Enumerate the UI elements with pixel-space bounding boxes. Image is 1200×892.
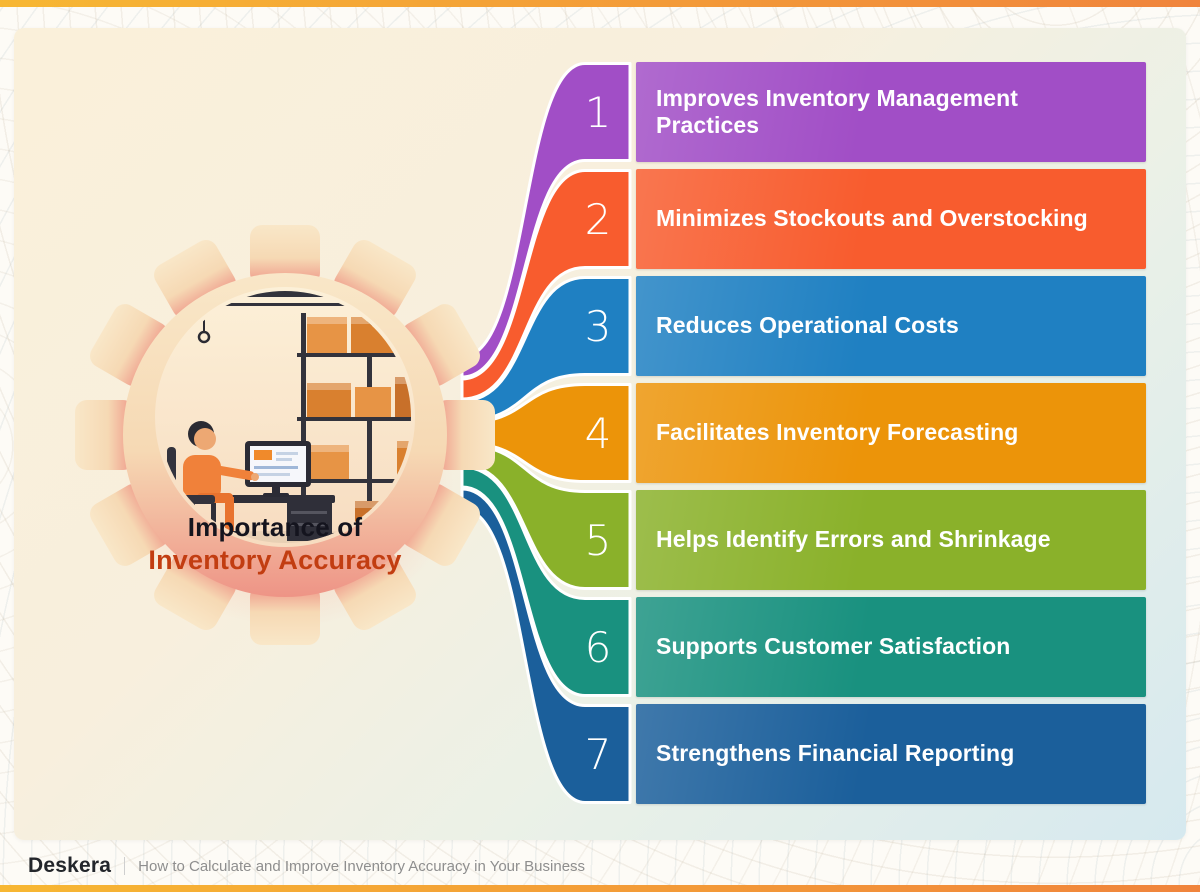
list-item-number: 6	[584, 622, 612, 672]
desk-icon	[205, 495, 335, 541]
list-item: Improves Inventory Management Practices	[636, 62, 1146, 162]
list-item-number: 4	[584, 408, 612, 458]
list-item-number: 7	[584, 729, 612, 779]
list-item: Helps Identify Errors and Shrinkage	[636, 490, 1146, 590]
connector-ribbon	[460, 383, 632, 483]
list-item-number: 1	[584, 87, 612, 137]
list-item-number: 5	[584, 515, 612, 565]
list-item-number: 2	[584, 194, 612, 244]
list-item-label: Helps Identify Errors and Shrinkage	[656, 526, 1051, 553]
bottom-accent-strip	[0, 885, 1200, 892]
list-item-label: Supports Customer Satisfaction	[656, 633, 1011, 660]
footer-divider	[124, 857, 126, 875]
connector-ribbon	[460, 465, 632, 697]
connector-ribbon	[460, 276, 632, 423]
brand-logo: Deskera	[28, 854, 112, 877]
list-item: Facilitates Inventory Forecasting	[636, 383, 1146, 483]
list-item: Minimizes Stockouts and Overstocking	[636, 169, 1146, 269]
gear-icon	[75, 225, 495, 645]
list-item-label: Facilitates Inventory Forecasting	[656, 419, 1019, 446]
list-item-label: Reduces Operational Costs	[656, 312, 959, 339]
page-title: Importance of Inventory Accuracy	[105, 512, 445, 577]
list-item: Reduces Operational Costs	[636, 276, 1146, 376]
list-item-label: Minimizes Stockouts and Overstocking	[656, 205, 1088, 232]
title-line1: Importance of	[187, 512, 363, 542]
list-item: Strengthens Financial Reporting	[636, 704, 1146, 804]
top-accent-strip	[0, 0, 1200, 7]
footer: Deskera How to Calculate and Improve Inv…	[28, 852, 585, 880]
list-item: Supports Customer Satisfaction	[636, 597, 1146, 697]
footer-caption: How to Calculate and Improve Inventory A…	[138, 857, 586, 875]
connector-ribbon	[460, 443, 632, 590]
list-item-number: 3	[584, 301, 612, 351]
monitor-icon	[245, 441, 311, 497]
connector-ribbon	[460, 169, 632, 401]
list-item-label: Improves Inventory Management Practices	[656, 84, 1019, 138]
list-item-label: Strengthens Financial Reporting	[656, 740, 1015, 767]
title-line2: Inventory Accuracy	[148, 544, 402, 575]
